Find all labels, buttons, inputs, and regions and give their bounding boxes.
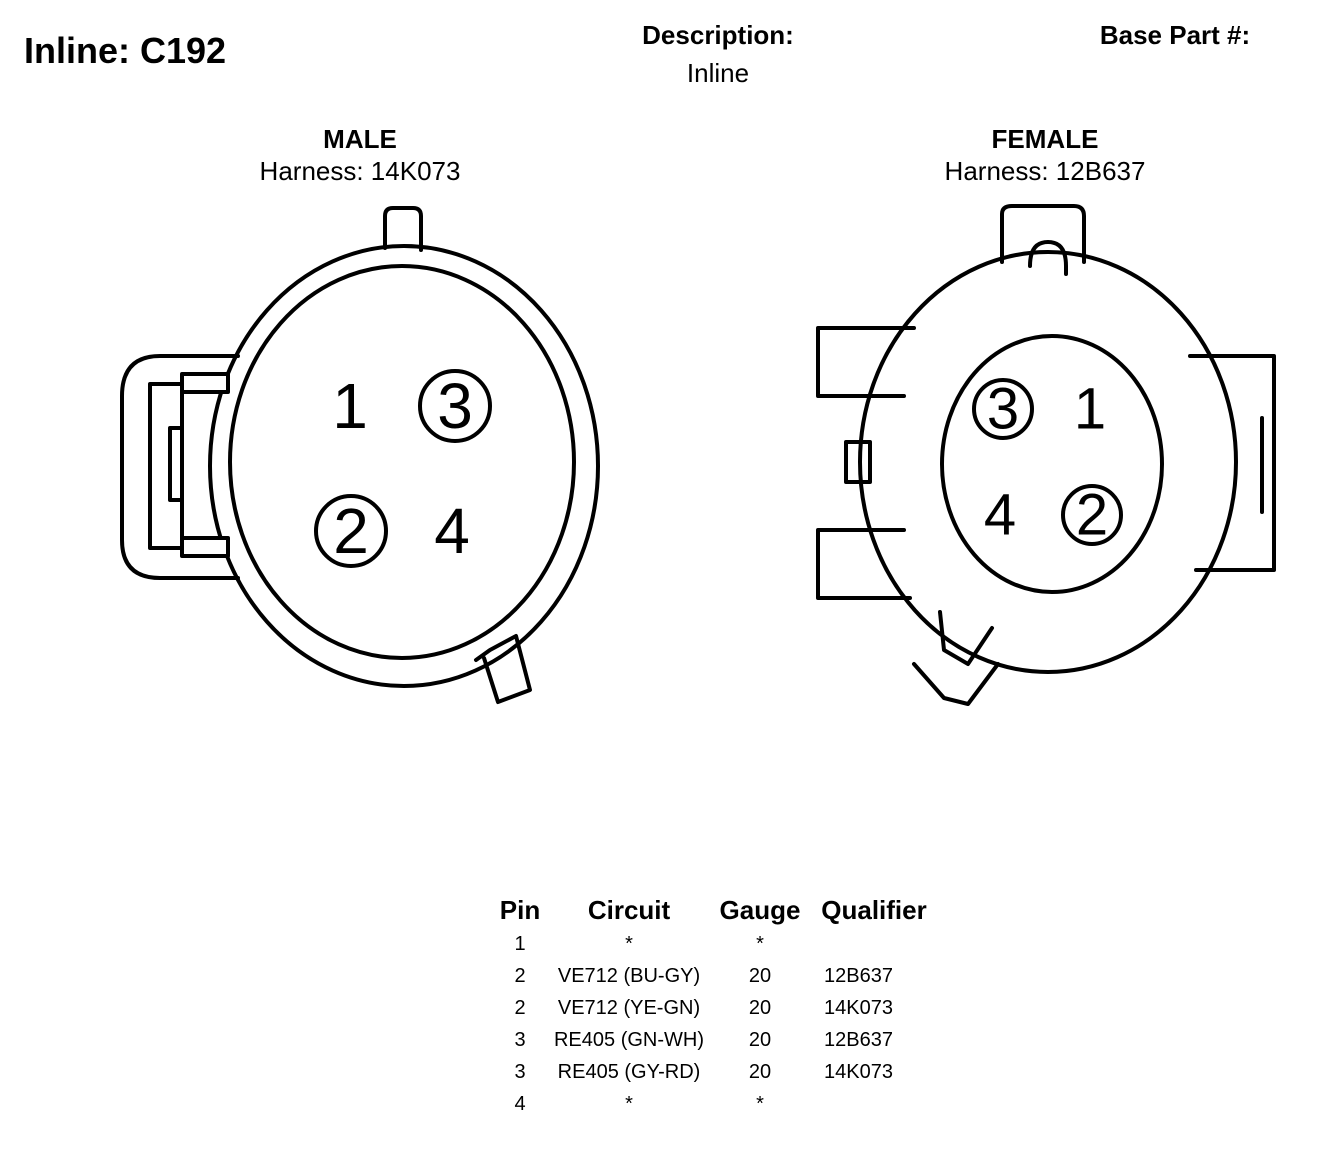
- male-harness-label: Harness: 14K073: [259, 156, 461, 186]
- cell-circuit: VE712 (BU-GY): [557, 964, 701, 987]
- page-title: Inline: C192: [24, 30, 227, 71]
- female-left-tab-bottom: [816, 528, 912, 600]
- female-connector-label: FEMALE: [991, 124, 1099, 154]
- cell-circuit: VE712 (YE-GN): [557, 996, 701, 1019]
- header-circuit: Circuit: [587, 894, 671, 925]
- male-outer-shell: [208, 244, 600, 688]
- table-row: 4 * *: [490, 1088, 936, 1120]
- table-row: 3 RE405 (GY-RD) 20 14K073: [490, 1056, 936, 1088]
- female-left-tab-top: [816, 326, 916, 398]
- base-part-label: Base Part #:: [1099, 20, 1251, 50]
- female-pin-1-label: 1: [1074, 377, 1106, 442]
- male-pin-3-label: 3: [437, 370, 473, 442]
- cell-circuit: *: [625, 1092, 633, 1115]
- female-inner-face: [940, 334, 1164, 594]
- female-top-key-inner: [1028, 240, 1068, 276]
- pin-table-header: Pin Circuit Gauge Qualifier: [490, 892, 936, 928]
- cell-qualifier: 14K073: [824, 996, 893, 1019]
- cell-pin: 3: [514, 1028, 526, 1051]
- cell-gauge: 20: [748, 1060, 772, 1083]
- male-inner-face: [228, 264, 576, 660]
- female-pin-3-ring: [972, 378, 1034, 440]
- table-row: 3 RE405 (GN-WH) 20 12B637: [490, 1024, 936, 1056]
- pin-table: Pin Circuit Gauge Qualifier 1 * * 2 VE71…: [490, 892, 936, 1120]
- connector-diagram: 1 3 2 4 3 1 4 2: [120, 204, 1276, 706]
- cell-gauge: 20: [748, 1028, 772, 1051]
- male-top-key: [383, 206, 423, 252]
- male-pin-1-label: 1: [332, 370, 368, 442]
- male-latch-slot: [168, 426, 184, 502]
- cell-qualifier: 14K073: [824, 1060, 893, 1083]
- male-pin-2-label: 2: [333, 495, 369, 567]
- cell-pin: 3: [514, 1060, 526, 1083]
- male-connector-label: MALE: [323, 124, 397, 154]
- cell-qualifier: [812, 1088, 936, 1120]
- header-gauge: Gauge: [719, 894, 801, 925]
- male-pin-2-ring: [314, 494, 388, 568]
- female-left-nub: [844, 440, 872, 484]
- female-pin-2-ring: [1061, 484, 1123, 546]
- table-row: 1 * *: [490, 928, 936, 960]
- female-top-key-outer: [1000, 204, 1086, 264]
- male-side-latch: [120, 354, 240, 580]
- male-pin-3-ring: [418, 369, 492, 443]
- description-value: Inline: [686, 58, 750, 88]
- female-pin-3-label: 3: [987, 377, 1019, 442]
- male-connector-face: [120, 206, 600, 704]
- cell-circuit: RE405 (GY-RD): [557, 1060, 701, 1083]
- cell-pin: 2: [514, 964, 526, 987]
- cell-pin: 2: [514, 996, 526, 1019]
- female-harness-label: Harness: 12B637: [944, 156, 1146, 186]
- cell-qualifier: 12B637: [824, 1028, 893, 1051]
- cell-gauge: *: [756, 932, 764, 955]
- cell-qualifier: 12B637: [824, 964, 893, 987]
- female-bottom-tab-inner: [938, 610, 994, 666]
- header-qualifier: Qualifier: [821, 894, 927, 925]
- male-bottom-tab: [474, 634, 532, 704]
- cell-gauge: *: [756, 1092, 764, 1115]
- female-outer-shell: [858, 250, 1238, 674]
- cell-gauge: 20: [748, 996, 772, 1019]
- cell-qualifier: [812, 928, 936, 960]
- female-right-tab: [1188, 354, 1276, 572]
- header-pin: Pin: [499, 894, 541, 925]
- female-bottom-tab: [912, 662, 1000, 706]
- female-pin-2-label: 2: [1076, 483, 1108, 548]
- male-latch-tab-top: [180, 372, 230, 394]
- cell-circuit: RE405 (GN-WH): [553, 1028, 704, 1051]
- female-pin-4-label: 4: [984, 483, 1016, 548]
- cell-pin: 1: [514, 932, 526, 955]
- cell-pin: 4: [514, 1092, 526, 1115]
- male-pin-4-label: 4: [434, 495, 470, 567]
- table-row: 2 VE712 (BU-GY) 20 12B637: [490, 960, 936, 992]
- cell-gauge: 20: [748, 964, 772, 987]
- description-label: Description:: [642, 20, 794, 50]
- female-connector-face: [816, 204, 1276, 706]
- male-latch-tab-bottom: [180, 536, 230, 558]
- cell-circuit: *: [625, 932, 633, 955]
- table-row: 2 VE712 (YE-GN) 20 14K073: [490, 992, 936, 1024]
